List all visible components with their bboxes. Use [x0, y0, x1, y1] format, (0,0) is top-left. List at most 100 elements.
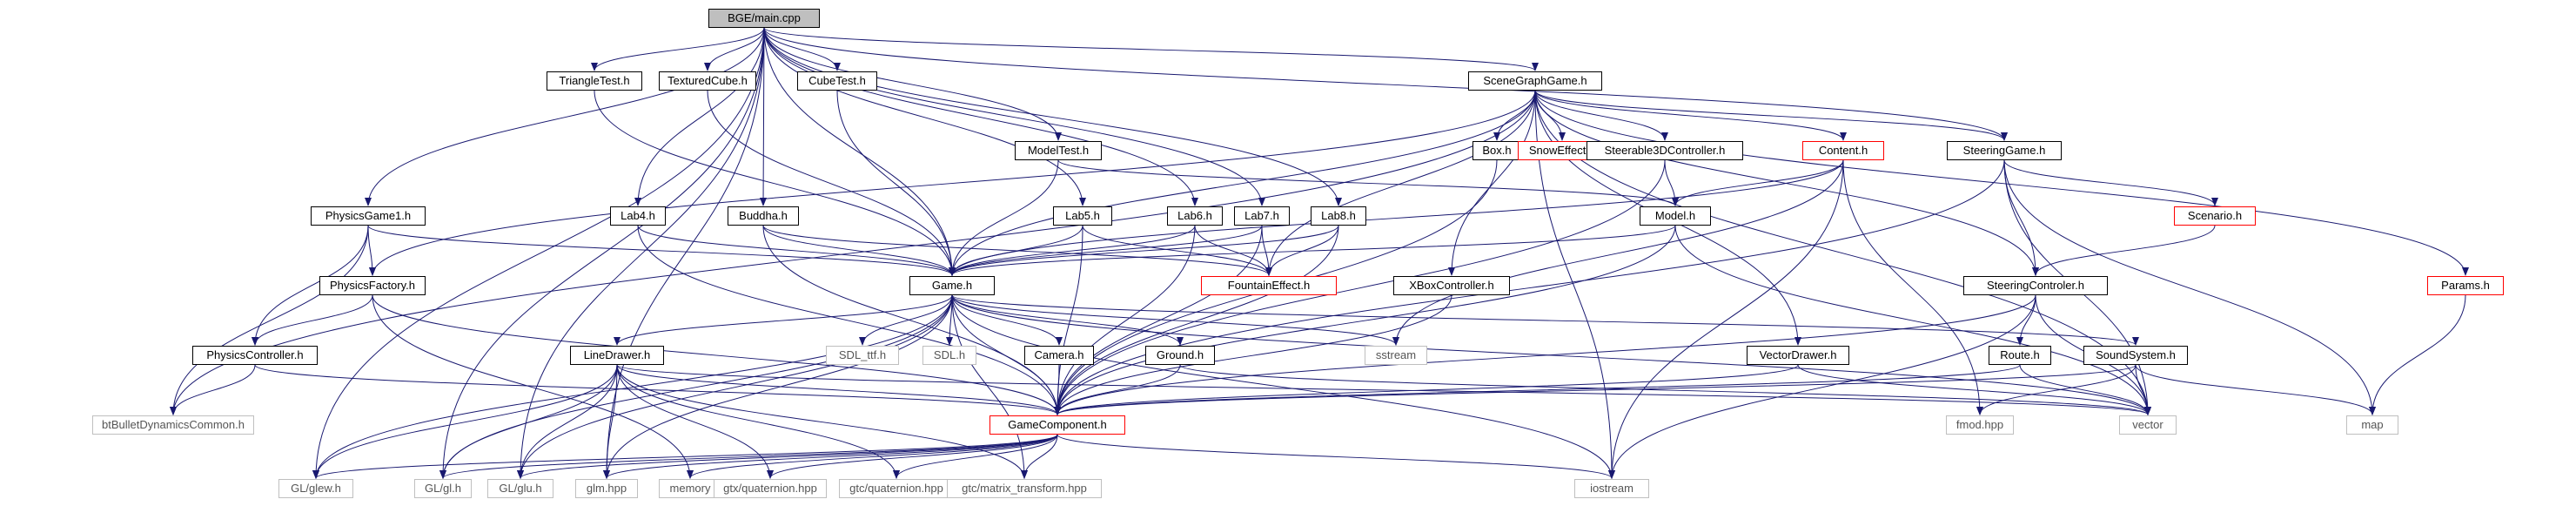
- edge-model-to-game: [949, 225, 1676, 276]
- edge-cube-to-game: [836, 90, 956, 276]
- node-game[interactable]: Game.h: [909, 276, 995, 295]
- node-sgg[interactable]: SceneGraphGame.h: [1468, 71, 1602, 91]
- edge-buddha-to-game: [762, 225, 956, 276]
- edge-content-to-model: [1672, 159, 1844, 206]
- edge-linedrawer-to-gl: [439, 364, 618, 479]
- node-content[interactable]: Content.h: [1802, 141, 1884, 160]
- edge-root-to-sgg: [763, 27, 1539, 71]
- edge-pcontroller-to-gc: [254, 364, 1061, 415]
- edge-linedrawer-to-glew: [312, 364, 618, 479]
- node-scenario[interactable]: Scenario.h: [2174, 206, 2256, 226]
- node-sstream: sstream: [1365, 346, 1427, 365]
- edge-root-to-glew: [312, 27, 765, 479]
- node-tri[interactable]: TriangleTest.h: [547, 71, 642, 91]
- edge-root-to-pg1: [365, 27, 765, 206]
- edge-soundsys-to-fmod: [1976, 364, 2137, 415]
- edge-pcontroller-to-bullet: [170, 364, 256, 415]
- node-glew: GL/glew.h: [278, 479, 353, 498]
- edge-gc-to-glm: [603, 434, 1058, 479]
- edge-root-to-gl: [439, 27, 765, 479]
- edge-gc-to-gtcq: [893, 434, 1058, 479]
- node-lab6[interactable]: Lab6.h: [1167, 206, 1223, 226]
- edge-vdrawer-to-gc: [1054, 364, 1799, 415]
- edge-sgg-to-params: [1534, 90, 2469, 276]
- node-pcontroller[interactable]: PhysicsController.h: [192, 346, 318, 365]
- edge-root-to-sgame: [763, 27, 2008, 141]
- node-pg1[interactable]: PhysicsGame1.h: [311, 206, 426, 226]
- node-box[interactable]: Box.h: [1472, 141, 1521, 160]
- edge-game-to-camera: [951, 294, 1063, 346]
- edge-ground-to-vector: [1179, 364, 2151, 415]
- node-pfactory[interactable]: PhysicsFactory.h: [319, 276, 426, 295]
- node-sdl: SDL.h: [922, 346, 976, 365]
- edge-tex-to-game: [707, 90, 956, 276]
- edge-soundsys-to-gc: [1054, 364, 2137, 415]
- edge-steerc-to-route: [2016, 294, 2036, 346]
- edge-lab8-to-fountain: [1265, 225, 1339, 276]
- node-lab8[interactable]: Lab8.h: [1311, 206, 1366, 226]
- node-s3d[interactable]: Steerable3DController.h: [1587, 141, 1743, 160]
- edge-root-to-buddha: [760, 27, 768, 206]
- edge-linedrawer-to-gc: [616, 364, 1061, 415]
- edge-model-to-vector: [1674, 225, 2151, 415]
- node-lab7[interactable]: Lab7.h: [1234, 206, 1290, 226]
- edge-pg1-to-pcontroller: [252, 225, 369, 346]
- edge-soundsys-to-vector: [2135, 364, 2151, 415]
- edge-root-to-cube: [763, 27, 841, 71]
- edge-linedrawer-to-gtcm: [616, 364, 1028, 479]
- node-steerc[interactable]: SteeringControler.h: [1963, 276, 2108, 295]
- node-model[interactable]: Model.h: [1640, 206, 1711, 226]
- edge-game-to-glu: [517, 294, 953, 479]
- node-bullet: btBulletDynamicsCommon.h: [92, 415, 254, 435]
- edge-lab4-to-game: [637, 225, 956, 276]
- edge-root-to-game: [763, 27, 956, 276]
- edge-sgg-to-s3d: [1534, 90, 1668, 141]
- node-gc[interactable]: GameComponent.h: [989, 415, 1125, 435]
- edge-model-to-gc: [1054, 225, 1676, 415]
- edge-content-to-fmod: [1842, 159, 1983, 415]
- edge-game-to-vector: [951, 294, 2151, 415]
- edge-game-to-gtcm: [951, 294, 1028, 479]
- edge-linedrawer-to-glm: [603, 364, 618, 479]
- node-soundsys[interactable]: SoundSystem.h: [2083, 346, 2188, 365]
- edge-lab4-to-gc: [637, 225, 1061, 415]
- edge-scenario-to-steerc: [2032, 225, 2216, 276]
- node-buddha[interactable]: Buddha.h: [728, 206, 799, 226]
- node-params[interactable]: Params.h: [2427, 276, 2504, 295]
- edge-content-to-sstream: [1392, 159, 1844, 346]
- node-vdrawer[interactable]: VectorDrawer.h: [1747, 346, 1849, 365]
- node-modeltest[interactable]: ModelTest.h: [1015, 141, 1102, 160]
- edge-vdrawer-to-vector: [1797, 364, 2151, 415]
- edge-sgg-to-game: [949, 90, 1536, 276]
- edge-root-to-modeltest: [763, 27, 1062, 141]
- edge-game-to-iostream: [951, 294, 1615, 479]
- node-cube[interactable]: CubeTest.h: [797, 71, 877, 91]
- edge-linedrawer-to-gtxq: [616, 364, 774, 479]
- edge-route-to-gc: [1054, 364, 2021, 415]
- edge-gc-to-iostream: [1057, 434, 1615, 479]
- edge-sgg-to-steerc: [1534, 90, 2039, 276]
- node-lab4[interactable]: Lab4.h: [610, 206, 666, 226]
- node-sgame[interactable]: SteeringGame.h: [1947, 141, 2062, 160]
- node-linedrawer[interactable]: LineDrawer.h: [570, 346, 664, 365]
- edge-pfactory-to-gc: [372, 294, 1061, 415]
- edge-sgame-to-gc: [1054, 159, 2005, 415]
- edge-content-to-iostream: [1608, 159, 1844, 479]
- node-xbox[interactable]: XBoxController.h: [1393, 276, 1510, 295]
- node-camera[interactable]: Camera.h: [1024, 346, 1094, 365]
- node-ground[interactable]: Ground.h: [1145, 346, 1215, 365]
- node-root[interactable]: BGE/main.cpp: [708, 9, 820, 28]
- node-snow[interactable]: SnowEffect.h: [1518, 141, 1607, 160]
- node-lab5[interactable]: Lab5.h: [1053, 206, 1112, 226]
- edge-gc-to-gtxq: [767, 434, 1058, 479]
- edge-root-to-lab7: [763, 27, 1265, 206]
- edge-modeltest-to-game: [949, 159, 1059, 276]
- node-fountain[interactable]: FountainEffect.h: [1201, 276, 1337, 295]
- edge-pg1-to-bullet: [170, 225, 369, 415]
- edge-lab7-to-fountain: [1261, 225, 1272, 276]
- node-route[interactable]: Route.h: [1989, 346, 2051, 365]
- edge-game-to-sstream: [951, 294, 1399, 346]
- edge-steerc-to-iostream: [1608, 294, 2036, 479]
- node-tex[interactable]: TexturedCube.h: [659, 71, 756, 91]
- edge-gc-to-memory: [687, 434, 1058, 479]
